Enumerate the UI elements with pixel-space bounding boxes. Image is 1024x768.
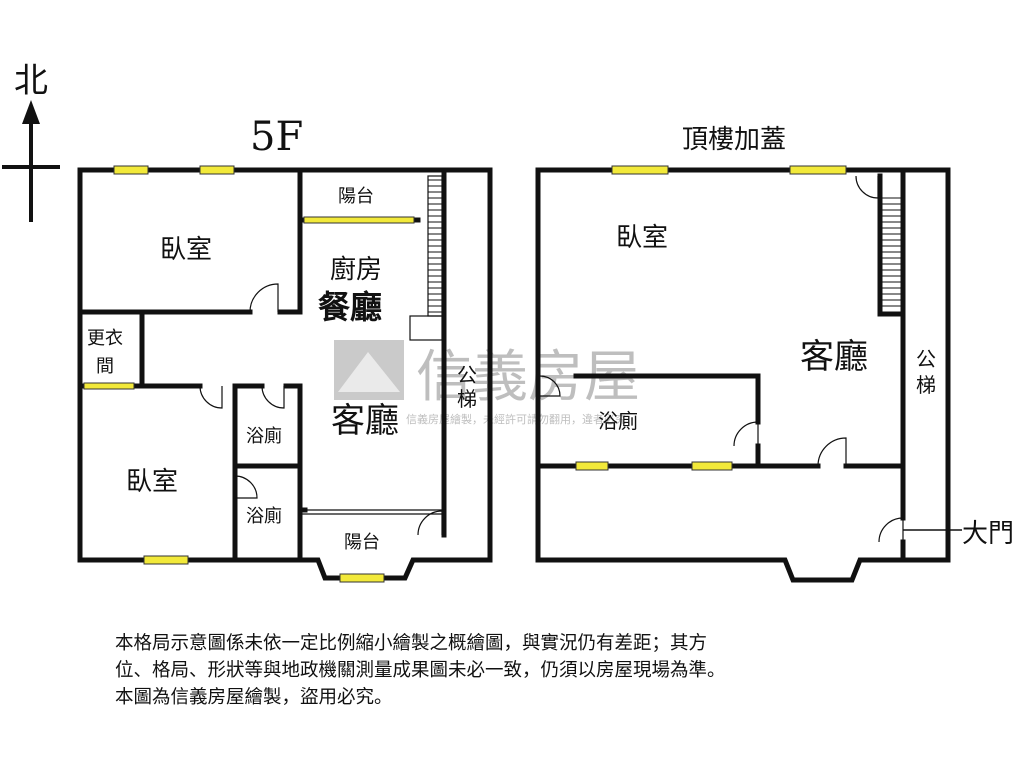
rooftop-bath-label: 浴廁 bbox=[598, 409, 638, 433]
rooftop-wall bbox=[877, 173, 906, 317]
rooftop-outer-wall bbox=[535, 167, 951, 583]
sliding-door-icon bbox=[83, 382, 135, 390]
floor-5f-title: 5F bbox=[250, 114, 303, 160]
window-icon bbox=[789, 165, 847, 175]
window-icon bbox=[339, 573, 385, 583]
floor-5f: 5F bbox=[77, 114, 493, 583]
5f-stair-icon bbox=[409, 175, 443, 341]
door-icon bbox=[234, 475, 258, 499]
window-icon bbox=[143, 555, 189, 565]
5f-kitchen-label: 廚房 bbox=[330, 255, 382, 285]
north-arrow-icon bbox=[22, 100, 40, 124]
door-icon bbox=[539, 375, 561, 397]
5f-stair-label-1: 公 bbox=[457, 363, 477, 387]
door-icon bbox=[417, 510, 443, 536]
sliding-door-icon bbox=[303, 216, 415, 224]
window-icon bbox=[611, 165, 669, 175]
door-icon bbox=[855, 175, 879, 199]
rooftop-title: 頂樓加蓋 bbox=[682, 125, 786, 155]
window-icon bbox=[113, 165, 149, 175]
rooftop-wall bbox=[573, 373, 761, 425]
disclaimer: 本格局示意圖係未依一定比例縮小繪製之概繪圖，與實況仍有差距；其方 位、格局、形狀… bbox=[115, 630, 935, 711]
5f-stair-label-2: 梯 bbox=[457, 387, 477, 411]
disclaimer-line-1: 本格局示意圖係未依一定比例縮小繪製之概繪圖，與實況仍有差距；其方 bbox=[115, 633, 708, 654]
rooftop-stair-icon bbox=[882, 197, 901, 313]
compass-label: 北 bbox=[14, 61, 48, 101]
5f-bedroom-b-label: 臥室 bbox=[126, 467, 178, 497]
5f-balcony-bottom-label: 陽台 bbox=[344, 532, 380, 553]
5f-bath-a-label: 浴廁 bbox=[246, 425, 282, 447]
5f-bedroom-a-label: 臥室 bbox=[160, 235, 212, 265]
main-door-label: 大門 bbox=[962, 519, 1014, 549]
north-compass: 北 bbox=[2, 61, 60, 222]
window-icon bbox=[575, 461, 609, 471]
rooftop-living-label: 客廳 bbox=[800, 337, 868, 377]
door-icon bbox=[249, 283, 279, 313]
5f-dining-label: 餐廳 bbox=[318, 288, 382, 326]
rooftop-stair-label-1: 公 bbox=[916, 347, 936, 371]
disclaimer-line-2: 位、格局、形狀等與地政機關測量成果圖未必一致，仍須以房屋現場為準。 bbox=[115, 660, 726, 681]
floor-rooftop: 頂樓加蓋 臥室 客廳 浴廁 公 梯 大門 bbox=[535, 125, 1014, 583]
window-icon bbox=[691, 461, 733, 471]
5f-bath-b-label: 浴廁 bbox=[246, 505, 282, 527]
window-icon bbox=[199, 165, 235, 175]
main-door-icon bbox=[878, 517, 904, 543]
5f-living-label: 客廳 bbox=[331, 401, 399, 441]
door-icon bbox=[199, 385, 223, 409]
rooftop-bedroom-label: 臥室 bbox=[616, 223, 668, 253]
disclaimer-line-3: 本圖為信義房屋繪製，盜用必究。 bbox=[115, 687, 393, 708]
door-icon bbox=[733, 421, 759, 447]
door-icon bbox=[817, 437, 847, 467]
rooftop-stair-label-2: 梯 bbox=[916, 373, 936, 397]
door-icon bbox=[261, 385, 285, 409]
5f-closet-label-2: 間 bbox=[96, 356, 114, 377]
watermark-subtext: 信義房屋繪製，未經許可請勿翻用，違者必究 bbox=[406, 412, 626, 426]
5f-balcony-top-label: 陽台 bbox=[338, 186, 374, 207]
5f-closet-label-1: 更衣 bbox=[87, 328, 123, 349]
